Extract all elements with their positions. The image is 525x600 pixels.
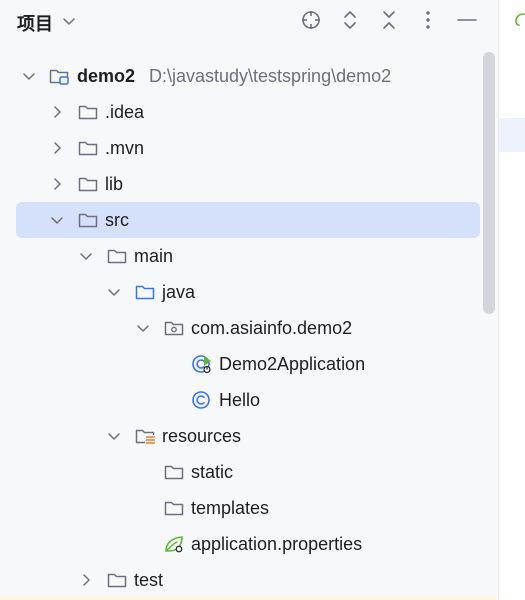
chevron-right-icon[interactable] [50, 177, 64, 191]
folder-icon [106, 246, 128, 266]
chevron-right-icon[interactable] [79, 573, 93, 587]
tree-node-application-properties[interactable]: application.properties [16, 526, 480, 562]
chevron-down-icon[interactable] [79, 249, 93, 263]
tree-node-package[interactable]: com.asiainfo.demo2 [16, 310, 480, 346]
chevron-right-icon[interactable] [50, 105, 64, 119]
resources-folder-icon [135, 429, 155, 445]
tree-node-label: demo2 [77, 66, 136, 86]
editor-edge [498, 0, 525, 600]
module-folder-icon [49, 69, 69, 85]
chevron-down-icon[interactable] [60, 12, 78, 30]
tree-node-java[interactable]: java [16, 274, 480, 310]
spring-boot-class-icon [192, 355, 211, 374]
chevron-down-icon[interactable] [136, 321, 150, 335]
chevron-down-icon[interactable] [50, 213, 64, 227]
tree-node-demo2application[interactable]: Demo2Application [16, 346, 480, 382]
tree-node-label: main [134, 246, 174, 266]
tree-node-test[interactable]: test [16, 562, 480, 598]
tree-node-label: Hello [219, 390, 261, 410]
vertical-scrollbar[interactable] [483, 52, 495, 314]
chevron-down-icon[interactable] [107, 285, 121, 299]
class-icon [192, 391, 210, 409]
tree-node-label: .mvn [105, 138, 145, 158]
tree-node-templates[interactable]: templates [16, 490, 480, 526]
tree-node-idea[interactable]: .idea [16, 94, 480, 130]
package-icon [164, 321, 184, 336]
tree-node-label: com.asiainfo.demo2 [191, 318, 353, 338]
options-button[interactable] [416, 8, 440, 32]
hide-panel-button[interactable] [455, 8, 479, 32]
chevron-down-icon[interactable] [107, 429, 121, 443]
tree-node-static[interactable]: static [16, 454, 480, 490]
tree-node-label: Demo2Application [219, 354, 366, 374]
chevron-down-icon[interactable] [22, 69, 36, 83]
source-folder-icon [134, 282, 156, 302]
tree-node-demo2[interactable]: demo2 D:\javastudy\testspring\demo2 [16, 58, 480, 94]
spring-leaf-icon [515, 13, 525, 26]
more-vertical-icon [426, 11, 430, 29]
crosshair-icon [302, 11, 320, 29]
panel-bottom-edge [0, 596, 498, 600]
tree-node-label: templates [191, 498, 270, 518]
collapse-all-button[interactable] [377, 8, 401, 32]
tree-node-src[interactable]: src [16, 202, 480, 238]
spring-properties-icon [165, 536, 183, 553]
folder-icon [77, 210, 99, 230]
tree-node-resources[interactable]: resources [16, 418, 480, 454]
locate-file-button[interactable] [299, 8, 323, 32]
tree-node-main[interactable]: main [16, 238, 480, 274]
current-line-highlight [499, 118, 525, 152]
project-panel: 项目 [0, 0, 498, 600]
chevron-right-icon[interactable] [50, 141, 64, 155]
tree-node-label: application.properties [191, 534, 363, 554]
tree-node-label: lib [105, 174, 124, 194]
tree-node-label: .idea [105, 102, 145, 122]
folder-icon [77, 102, 99, 122]
project-header: 项目 [0, 0, 498, 42]
tree-node-label: resources [162, 426, 242, 446]
folder-icon [163, 498, 185, 518]
module-path: D:\javastudy\testspring\demo2 [149, 66, 392, 86]
expand-all-icon [344, 11, 356, 29]
tree-node-mvn[interactable]: .mvn [16, 130, 480, 166]
tree-node-label: static [191, 462, 234, 482]
folder-icon [77, 174, 99, 194]
panel-title[interactable]: 项目 [17, 14, 53, 34]
tree-node-lib[interactable]: lib [16, 166, 480, 202]
tree-node-label: src [105, 210, 129, 230]
minimize-icon [457, 19, 477, 21]
folder-icon [163, 462, 185, 482]
tree-node-label: test [134, 570, 164, 590]
folder-icon [106, 570, 128, 590]
tree-node-label: java [162, 282, 196, 302]
tree-node-hello[interactable]: Hello [16, 382, 480, 418]
expand-all-button[interactable] [338, 8, 362, 32]
collapse-all-icon [383, 11, 395, 29]
folder-icon [77, 138, 99, 158]
